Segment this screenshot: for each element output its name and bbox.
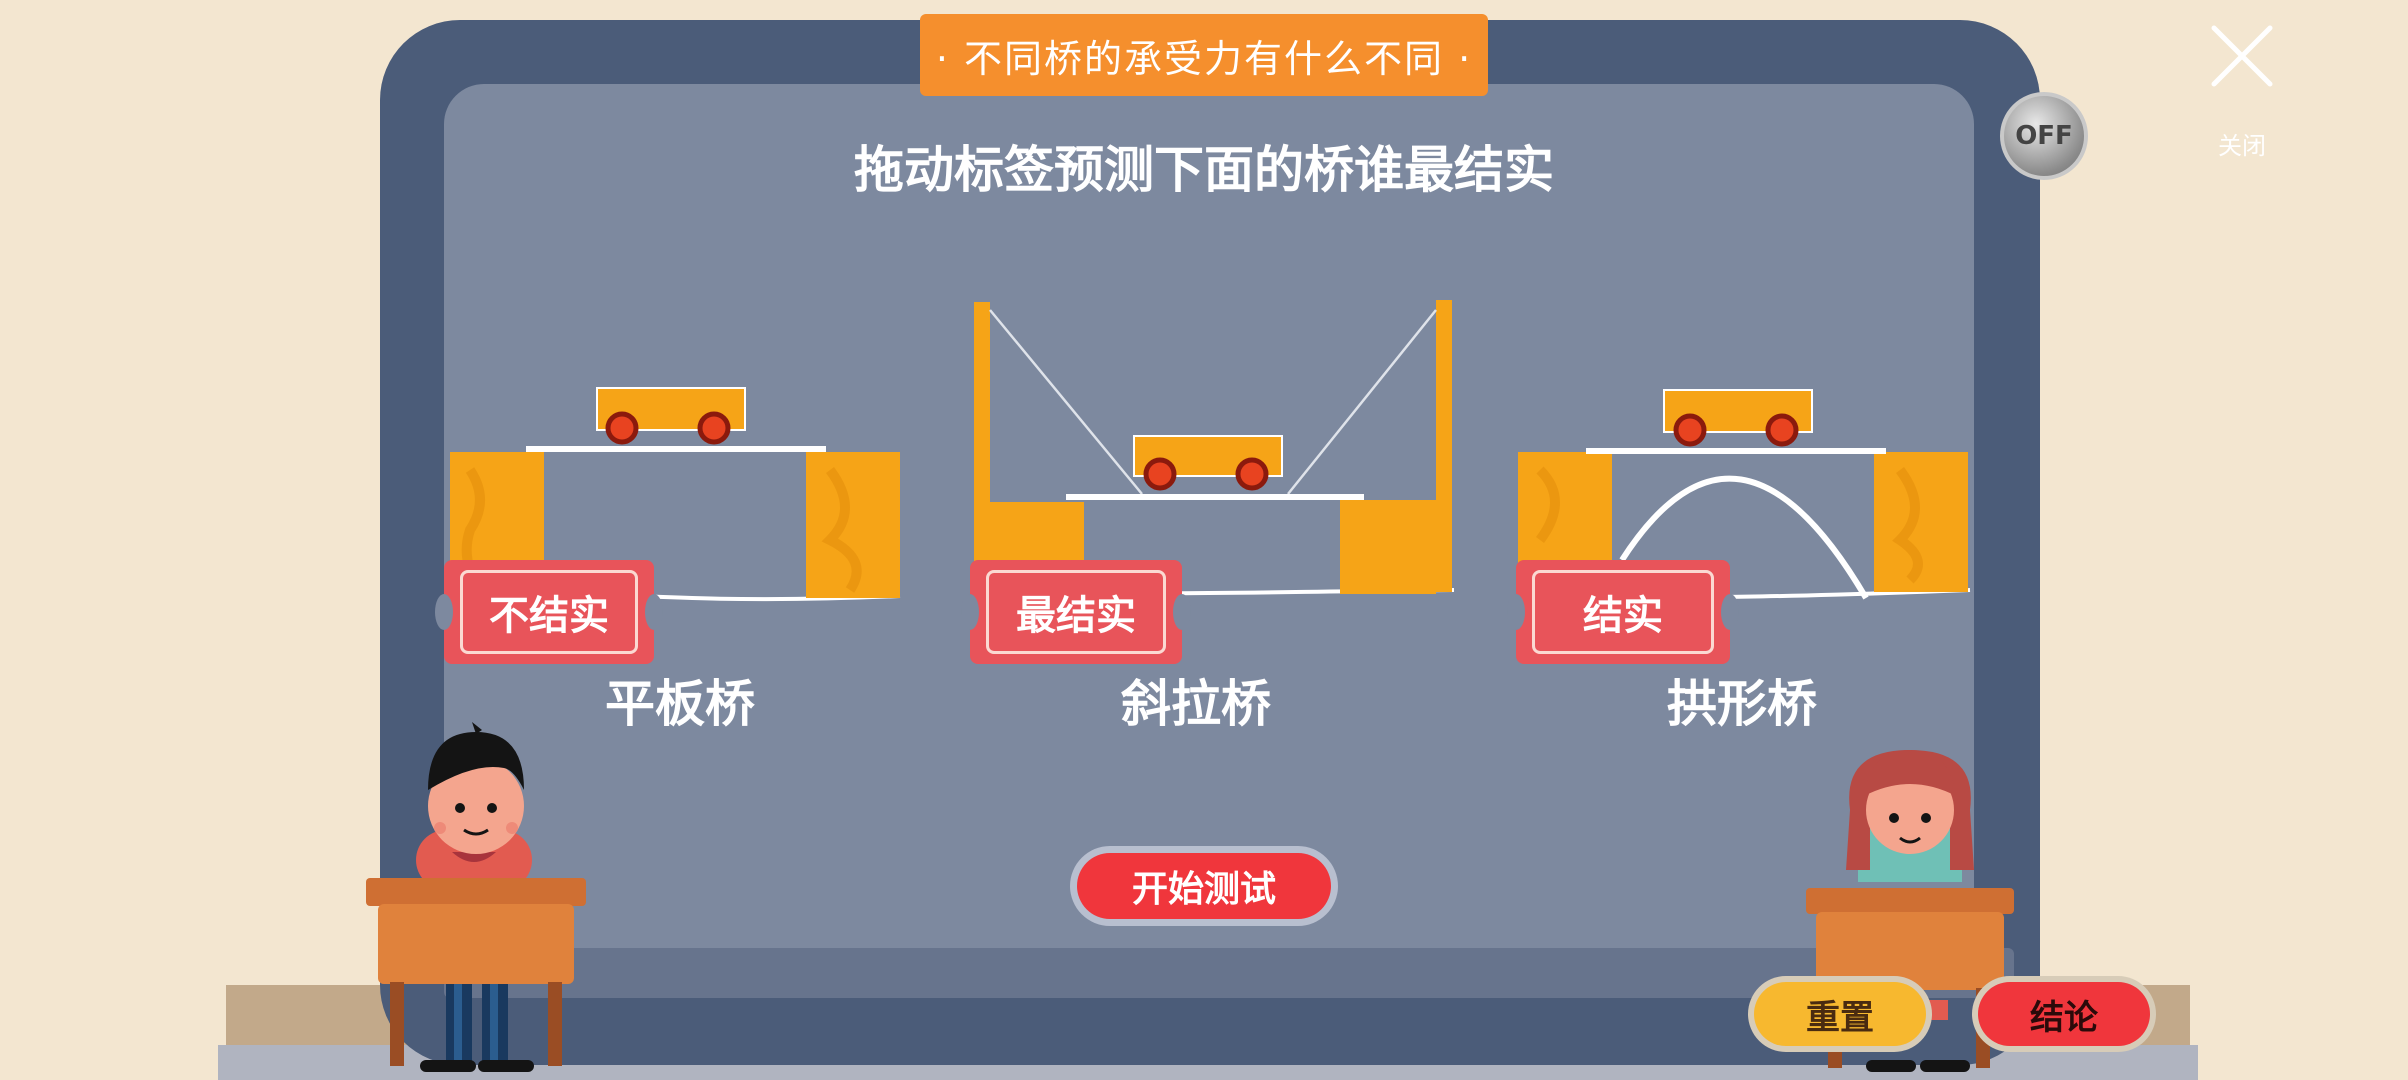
sound-toggle[interactable]: OFF <box>2000 92 2088 180</box>
cable-bridge <box>974 300 1455 596</box>
prediction-tag-flat-text: 不结实 <box>460 570 638 654</box>
bridge-name-arch: 拱形桥 <box>1667 675 1817 733</box>
start-test-label: 开始测试 <box>1077 853 1331 919</box>
close-button[interactable]: 关闭 <box>2200 24 2284 160</box>
flat-cart <box>596 387 746 445</box>
prediction-tag-arch[interactable]: 结实 <box>1507 560 1739 664</box>
bridge-name-cable: 斜拉桥 <box>1121 675 1271 733</box>
arch-curve <box>1619 475 1869 600</box>
prediction-tag-cable[interactable]: 最结实 <box>961 560 1191 664</box>
boy-desk <box>366 878 586 1066</box>
cable-left-tower <box>974 302 990 592</box>
arch-cart <box>1663 389 1813 447</box>
flat-deck <box>526 446 826 452</box>
boy-character <box>416 722 534 1072</box>
instruction-text: 拖动标签预测下面的桥谁最结实 <box>854 141 1554 199</box>
close-icon <box>2211 25 2273 87</box>
start-test-button[interactable]: 开始测试 <box>1070 846 1338 926</box>
arch-deck <box>1586 448 1886 454</box>
title-banner: · 不同桥的承受力有什么不同 · <box>920 14 1488 96</box>
close-label: 关闭 <box>2218 132 2266 160</box>
prediction-tag-arch-text: 结实 <box>1532 570 1714 654</box>
blackboard-ledge <box>444 948 2014 998</box>
cable-left-stay <box>989 309 1143 495</box>
cable-right-tower <box>1436 300 1452 592</box>
cable-deck <box>1066 494 1364 500</box>
conclusion-button[interactable]: 结论 <box>1972 976 2156 1052</box>
reset-label: 重置 <box>1754 982 1926 1046</box>
prediction-tag-flat[interactable]: 不结实 <box>435 560 663 664</box>
prediction-tag-cable-text: 最结实 <box>986 570 1166 654</box>
blackboard-surface <box>444 84 1974 954</box>
bridge-name-flat: 平板桥 <box>605 675 755 733</box>
cable-cart <box>1133 435 1283 491</box>
cable-right-pillar <box>1340 500 1436 594</box>
conclusion-label: 结论 <box>1978 982 2150 1046</box>
cable-right-stay <box>1287 309 1437 495</box>
reset-button[interactable]: 重置 <box>1748 976 1932 1052</box>
